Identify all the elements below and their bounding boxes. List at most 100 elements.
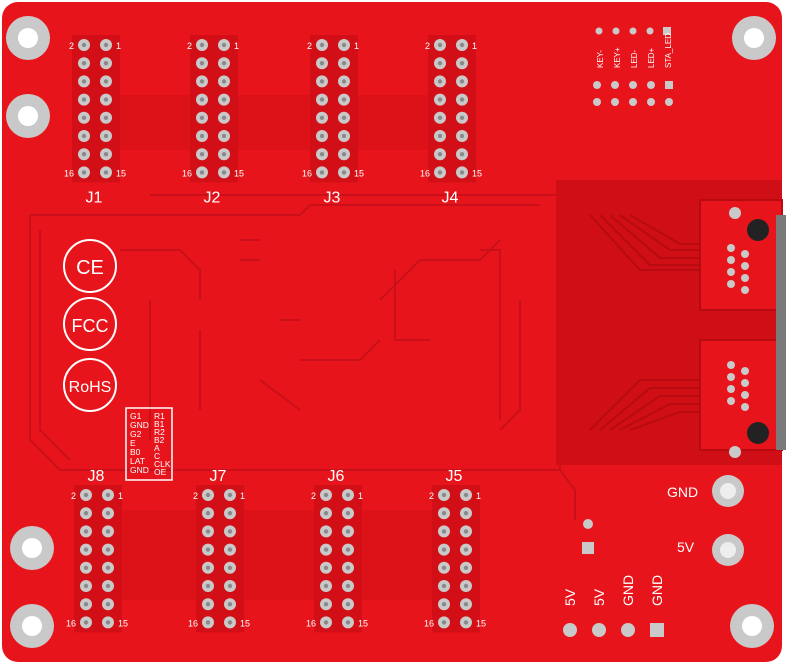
- pin-hole: [345, 583, 351, 589]
- pin-hole: [83, 529, 89, 534]
- header-label: J7: [210, 468, 227, 485]
- pin-hole: [205, 565, 211, 570]
- pin-hole: [319, 79, 325, 84]
- rj45-pin: [727, 268, 735, 276]
- pin-hole: [103, 61, 109, 66]
- pin-hole: [199, 152, 205, 157]
- power-pin-label: GND: [620, 575, 636, 606]
- ce-label: CE: [76, 257, 104, 279]
- rj45-pin: [727, 385, 735, 393]
- led-label: LED+: [647, 47, 656, 68]
- header-body: [428, 35, 476, 183]
- pin-hole: [205, 492, 211, 498]
- pin-hole: [205, 511, 211, 516]
- pin-hole: [345, 565, 351, 570]
- header-body: [432, 485, 480, 633]
- led-label: LED-: [630, 49, 639, 68]
- pin-hole: [227, 492, 233, 498]
- pin-hole: [319, 61, 325, 66]
- pin-number: 2: [307, 41, 312, 51]
- led-pin: [629, 98, 637, 106]
- pin-hole: [103, 115, 109, 121]
- pin-number: 16: [302, 168, 312, 178]
- power-pin: [563, 623, 577, 637]
- pin-hole: [221, 79, 227, 84]
- pin-hole: [227, 511, 233, 516]
- pin-hole: [459, 97, 465, 102]
- led-pin: [593, 81, 601, 89]
- led-pin: [611, 81, 619, 89]
- pinout-label: A: [154, 443, 160, 453]
- pin-hole: [323, 529, 329, 534]
- pin-hole: [103, 133, 109, 139]
- pin-number: 2: [425, 41, 430, 51]
- pinout-label: OE: [154, 467, 167, 477]
- pin-number: 2: [187, 41, 192, 51]
- header-label: J4: [442, 189, 459, 206]
- pin-hole: [205, 620, 211, 625]
- header-body: [190, 35, 238, 183]
- power-pin: [650, 623, 664, 637]
- copper-pour: [110, 95, 440, 600]
- pin-hole: [463, 492, 469, 498]
- pin-number: 15: [234, 168, 244, 178]
- pin-hole: [341, 97, 347, 102]
- pin-hole: [199, 79, 205, 84]
- pin-hole: [459, 115, 465, 121]
- mount-hole: [6, 16, 50, 60]
- pin-hole: [199, 42, 205, 48]
- pin-hole: [341, 152, 347, 157]
- pinout-label: CLK: [154, 459, 171, 469]
- pin-hole: [221, 115, 227, 121]
- pin-hole: [81, 61, 87, 66]
- pinout-label: R2: [154, 427, 165, 437]
- led-pin: [593, 98, 601, 106]
- pin-number: 2: [311, 491, 316, 501]
- pin-number: 15: [476, 618, 486, 628]
- pinout-label: B1: [154, 419, 165, 429]
- mounting-holes: [6, 16, 776, 648]
- pin-hole: [463, 602, 469, 607]
- pin-number: 1: [476, 491, 481, 501]
- led-pin: [665, 98, 673, 106]
- pin-hole: [81, 133, 87, 139]
- rj45-pin: [741, 262, 749, 270]
- led-pin: [647, 98, 655, 106]
- power-pin-label: GND: [649, 575, 665, 606]
- mount-hole: [10, 604, 54, 648]
- pin-hole: [459, 79, 465, 84]
- pin-hole: [319, 133, 325, 139]
- mount-hole: [6, 94, 50, 138]
- pin-hole: [441, 565, 447, 570]
- pin-hole: [221, 152, 227, 157]
- pin-hole: [459, 170, 465, 175]
- pin-hole: [205, 602, 211, 607]
- pinout-label: G1: [130, 411, 142, 421]
- pin-number: 1: [116, 41, 121, 51]
- pin-number: 2: [429, 491, 434, 501]
- mount-hole: [732, 16, 776, 60]
- rj45-pin: [727, 256, 735, 264]
- pin-hole: [463, 529, 469, 534]
- mount-hole: [730, 604, 774, 648]
- 5v-terminal-label: 5V: [677, 539, 695, 555]
- pin-hole: [81, 152, 87, 157]
- pin-hole: [459, 133, 465, 139]
- pinout-label: E: [130, 438, 136, 448]
- header-label: J5: [446, 468, 463, 485]
- pin-number: 16: [188, 618, 198, 628]
- pin-hole: [459, 42, 465, 48]
- pin-number: 16: [182, 168, 192, 178]
- fcc-mark: FCC: [63, 297, 117, 351]
- pin-hole: [199, 115, 205, 121]
- pin-hole: [105, 529, 111, 534]
- pin-hole: [319, 115, 325, 121]
- gnd-terminal-label: GND: [667, 484, 698, 500]
- fcc-label: FCC: [72, 316, 109, 336]
- pin-number: 2: [69, 41, 74, 51]
- pin-hole: [319, 170, 325, 175]
